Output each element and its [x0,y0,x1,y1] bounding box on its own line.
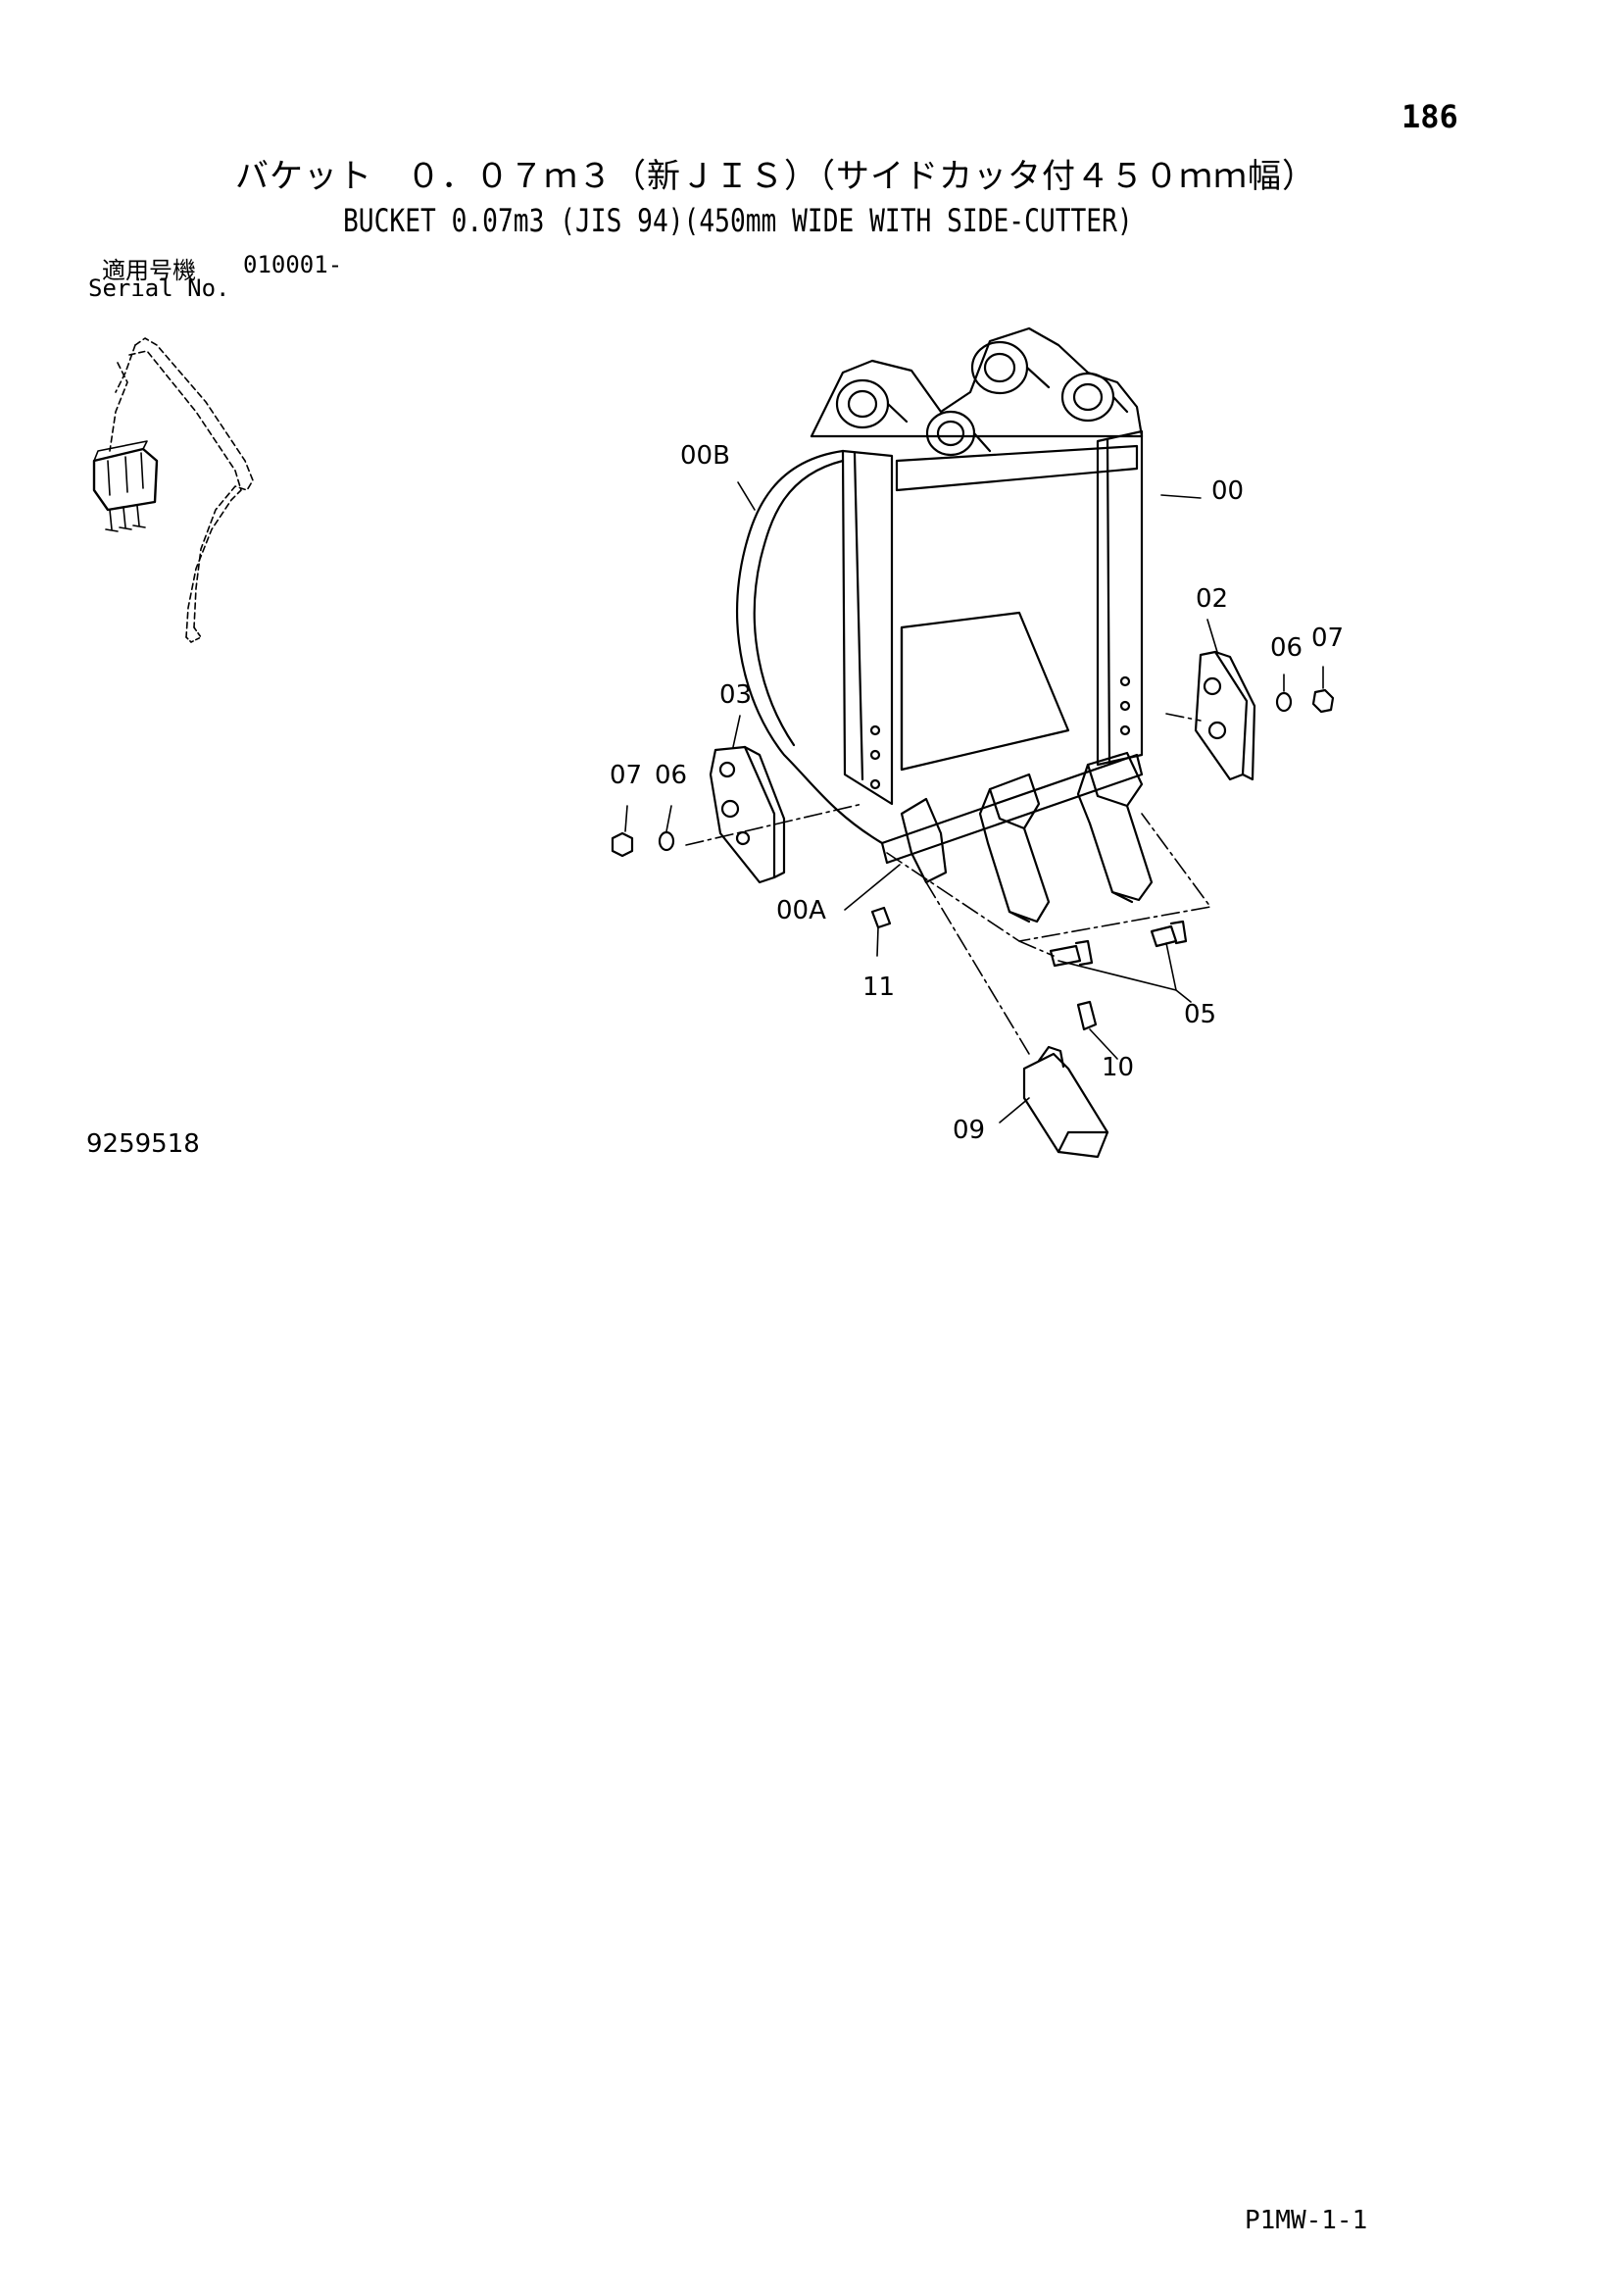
callout-11: 11 [862,973,896,1002]
tooth-09 [1022,1045,1109,1159]
serial-number-value: 010001- [243,251,343,278]
pin-10 [1076,1000,1098,1031]
nut-washer-left [611,830,675,858]
excavator-locator-icon [92,337,254,643]
callout-05: 05 [1184,1000,1217,1029]
callout-10: 10 [1102,1053,1135,1082]
callout-06-left: 06 [655,761,688,790]
drawing-number: 9259518 [86,1129,200,1159]
nut-washer-right [1275,688,1335,714]
callout-02: 02 [1196,584,1229,614]
callout-06-right: 06 [1270,633,1303,663]
title-japanese: バケット ０．０７ｍ３（新ＪＩＳ）（サイドカッタ付４５０ｍｍ幅） [235,157,1316,196]
footer-code: P1MW-1-1 [1245,2206,1368,2235]
callout-00: 00 [1211,476,1245,506]
serial-label-japanese: 適用号機 [102,257,196,284]
bucket-teeth [900,751,1154,923]
callout-07-right: 07 [1311,624,1345,653]
bolts-05 [1049,920,1188,968]
callout-09: 09 [953,1116,986,1145]
callout-07-left: 07 [610,761,643,790]
callout-03: 03 [719,680,753,710]
page-number: 186 [1402,98,1458,135]
side-cutter-right [1194,650,1256,781]
callout-00A: 00A [776,896,826,925]
callout-00B: 00B [680,441,730,471]
side-cutter-left [709,745,786,884]
title-english: BUCKET 0.07m3 (JIS 94)(450mm WIDE WITH S… [343,202,1133,239]
serial-label-english: Serial No. [88,275,230,302]
pin-11 [870,906,892,929]
bucket-body [736,326,1144,865]
